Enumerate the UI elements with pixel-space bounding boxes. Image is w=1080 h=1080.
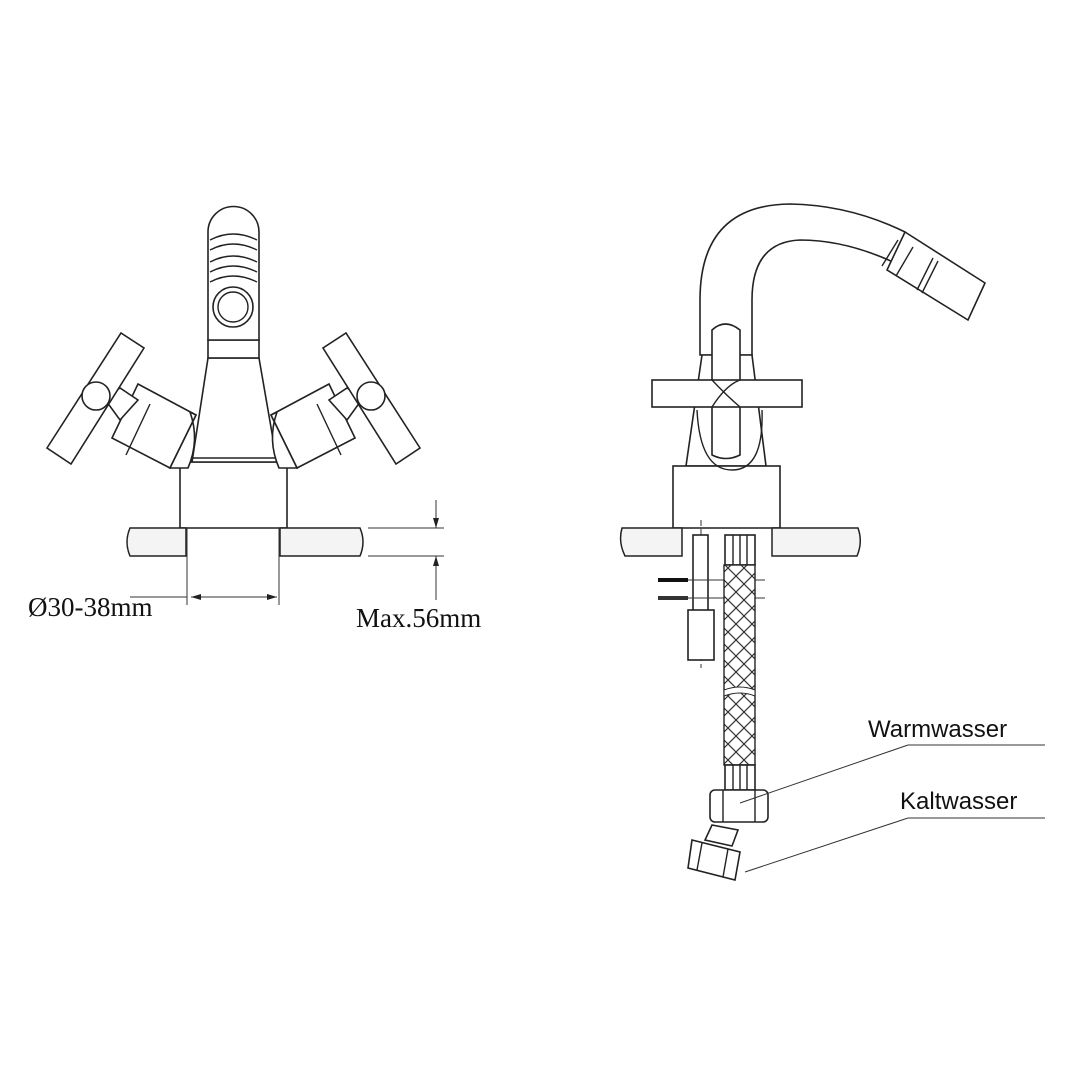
side-cross-handle bbox=[651, 379, 803, 408]
cold-water-label: Kaltwasser bbox=[900, 788, 1017, 815]
warm-water-label: Warmwasser bbox=[868, 716, 1007, 743]
front-right-handle bbox=[269, 331, 422, 470]
side-countertop-left bbox=[619, 527, 683, 557]
mounting-nut bbox=[687, 609, 715, 661]
front-view: Ø30-38mm Max.56mm bbox=[28, 205, 481, 633]
side-countertop-right bbox=[771, 527, 861, 557]
front-countertop-right bbox=[279, 527, 364, 557]
max-thickness-label: Max.56mm bbox=[356, 603, 481, 633]
side-view: Warmwasser Kaltwasser bbox=[619, 203, 1045, 881]
front-base bbox=[179, 461, 288, 529]
front-left-handle bbox=[45, 331, 198, 470]
front-nozzle bbox=[212, 286, 254, 328]
front-countertop-left bbox=[126, 527, 187, 557]
hole-diameter-label: Ø30-38mm bbox=[28, 592, 153, 622]
side-nozzle bbox=[885, 230, 987, 322]
warm-water-nut bbox=[709, 789, 769, 823]
front-body bbox=[191, 357, 278, 463]
side-base bbox=[672, 465, 781, 529]
front-neck bbox=[207, 339, 260, 359]
braided-hose bbox=[723, 564, 756, 766]
